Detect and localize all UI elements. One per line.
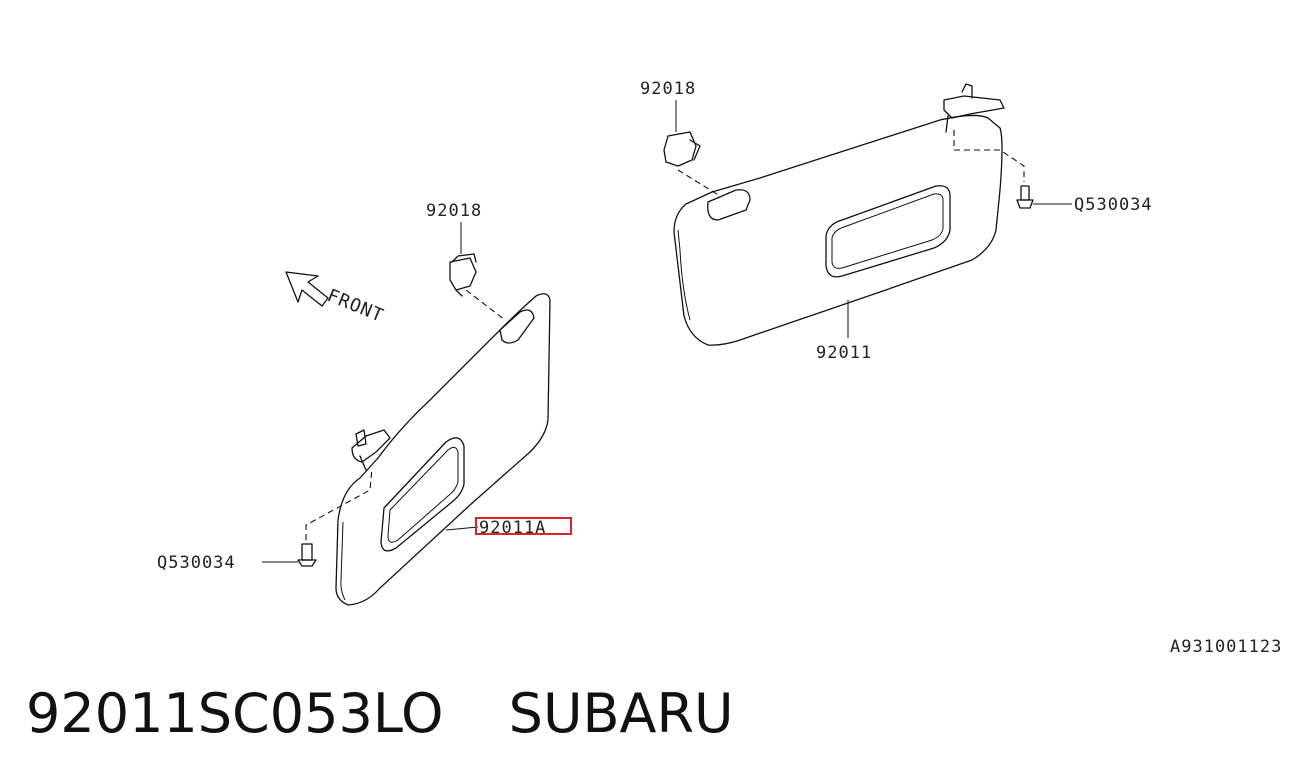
label-screw-right: Q530034: [1074, 195, 1153, 215]
left-clip[interactable]: [449, 222, 506, 321]
right-visor-mirror: [825, 185, 951, 278]
left-visor-hinge: [351, 429, 391, 463]
front-arrow-icon: [285, 271, 329, 307]
label-clip-right: 92018: [640, 79, 696, 99]
caption: 92011SC053LO SUBARU: [26, 682, 734, 745]
left-visor-mirror: [380, 437, 465, 552]
diagram-code: A931001123: [1170, 637, 1282, 657]
front-label: FRONT: [324, 285, 387, 327]
left-sun-visor[interactable]: [335, 293, 551, 606]
part-number: 92011SC053LO: [26, 682, 444, 745]
right-sun-visor[interactable]: [673, 83, 1005, 346]
right-visor-outline: [673, 114, 1003, 346]
label-clip-left: 92018: [426, 201, 482, 221]
left-visor-outline: [335, 293, 551, 606]
label-visor-right: 92011: [816, 343, 872, 363]
left-screw[interactable]: [262, 467, 373, 567]
highlight-box: [475, 517, 572, 535]
right-visor-hinge: [943, 95, 1005, 119]
parts-diagram: FRONT 92018 92018 Q530034 Q530034 92011 …: [157, 79, 1282, 657]
right-clip[interactable]: [663, 100, 721, 197]
right-screw[interactable]: [953, 130, 1072, 209]
label-screw-left: Q530034: [157, 553, 236, 573]
brand-name: SUBARU: [508, 682, 734, 745]
